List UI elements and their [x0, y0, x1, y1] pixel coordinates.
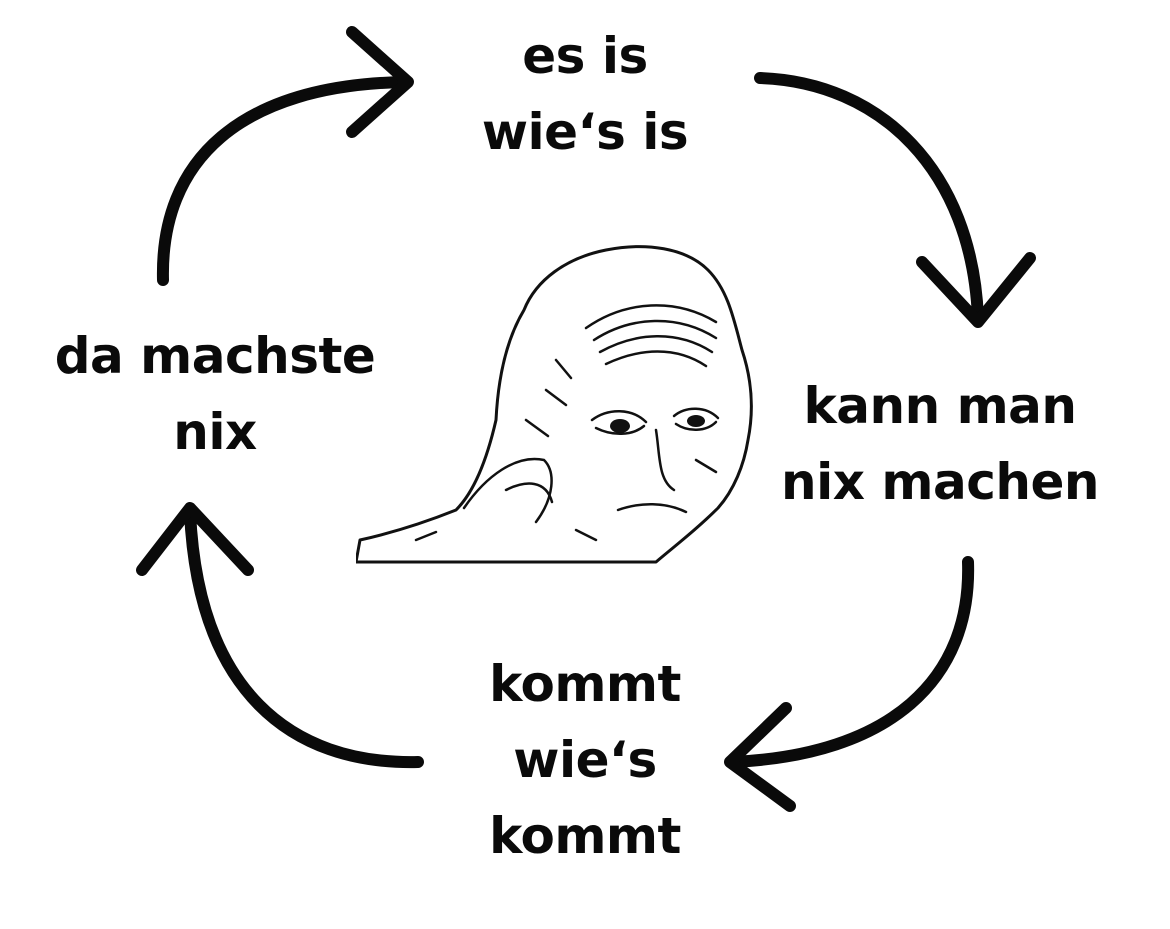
head-outline: [356, 245, 753, 564]
label-line: nix machen: [781, 453, 1099, 511]
label-bottom-kommt-wies-kommt: kommt wie‘s kommt: [445, 646, 725, 874]
label-left-da-machste-nix: da machste nix: [40, 318, 390, 470]
label-right-kann-man-nix-machen: kann man nix machen: [760, 368, 1120, 520]
left-eye: [590, 410, 648, 424]
hand: [462, 457, 553, 524]
label-line: wie‘s: [513, 731, 657, 789]
eye-bags: [610, 415, 705, 433]
label-line: es is: [522, 27, 648, 85]
label-top-es-is-wies-is: es is wie‘s is: [445, 18, 725, 170]
right-eye: [672, 407, 720, 420]
label-line: kann man: [803, 377, 1077, 435]
arrow-right-to-bottom: [724, 556, 975, 812]
brow-line: [584, 304, 718, 330]
nose: [654, 428, 676, 492]
arrow-bottom-to-left: [136, 502, 424, 769]
arrow-top-to-right: [754, 72, 1036, 328]
tired-wojak-face-icon: [356, 245, 753, 564]
label-line: kommt: [489, 655, 681, 713]
mouth: [616, 502, 688, 514]
label-line: nix: [173, 403, 257, 461]
label-line: wie‘s is: [481, 103, 689, 161]
wrinkle-lines: [414, 358, 718, 542]
label-line: kommt: [489, 807, 681, 865]
label-line: da machste: [54, 327, 376, 385]
arrow-left-to-top: [156, 26, 414, 286]
